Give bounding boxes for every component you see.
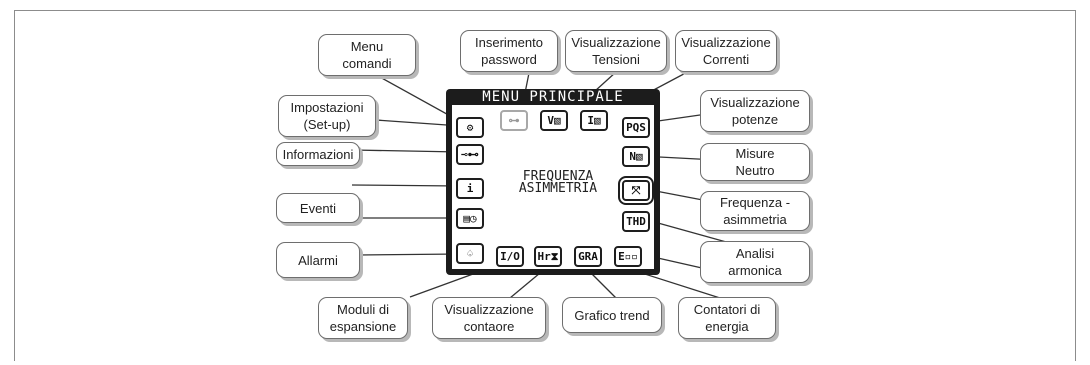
figure-frame — [14, 10, 1076, 361]
label-contatori-energia: Contatori di energia — [678, 297, 776, 339]
display-title: MENU PRINCIPALE — [482, 89, 624, 105]
label-allarmi: Allarmi — [276, 242, 360, 278]
label-visualizzazione-contaore: Visualizzazione contaore — [432, 297, 546, 339]
label-moduli-espansione: Moduli di espansione — [318, 297, 408, 339]
correnti-icon[interactable]: I▧ — [580, 110, 608, 131]
label-misure-neutro: Misure Neutro — [700, 143, 810, 181]
password-key-icon[interactable]: ⊶ — [500, 110, 528, 131]
label-visualizzazione-tensioni: Visualizzazione Tensioni — [565, 30, 667, 72]
display-area — [452, 105, 654, 269]
label-impostazioni: Impostazioni (Set-up) — [278, 95, 376, 137]
label-visualizzazione-correnti: Visualizzazione Correnti — [675, 30, 777, 72]
menu-comandi-icon[interactable]: ⚙ — [456, 117, 484, 138]
eventi-icon[interactable]: ▤◷ — [456, 208, 484, 229]
label-eventi: Eventi — [276, 193, 360, 223]
neutro-icon[interactable]: N▧ — [622, 146, 650, 167]
label-inserimento-password: Inserimento password — [460, 30, 558, 72]
allarmi-bell-icon[interactable]: ♤ — [456, 243, 484, 264]
frequenza-asimmetria-icon[interactable]: ⤧ — [622, 180, 650, 201]
impostazioni-wrench-icon[interactable]: ⊸⊷ — [456, 144, 484, 165]
moduli-io-icon[interactable]: I/O — [496, 246, 524, 267]
label-frequenza-asimmetria: Frequenza - asimmetria — [700, 191, 810, 231]
info-icon[interactable]: i — [456, 178, 484, 199]
label-analisi-armonica: Analisi armonica — [700, 241, 810, 283]
analisi-armonica-icon[interactable]: THD — [622, 211, 650, 232]
contatori-energia-icon[interactable]: E▫▫ — [614, 246, 642, 267]
potenze-icon[interactable]: PQS — [622, 117, 650, 138]
contaore-hourglass-icon[interactable]: Hr⧗ — [534, 246, 562, 267]
label-informazioni: Informazioni — [276, 142, 360, 166]
display-center-line2: ASIMMETRIA — [518, 181, 598, 196]
display-center-line1: FREQUENZA — [522, 169, 594, 184]
label-visualizzazione-potenze: Visualizzazione potenze — [700, 90, 810, 132]
label-menu-comandi: Menu comandi — [318, 34, 416, 76]
grafico-trend-icon[interactable]: GRA — [574, 246, 602, 267]
label-grafico-trend: Grafico trend — [562, 297, 662, 333]
tensioni-icon[interactable]: V▧ — [540, 110, 568, 131]
